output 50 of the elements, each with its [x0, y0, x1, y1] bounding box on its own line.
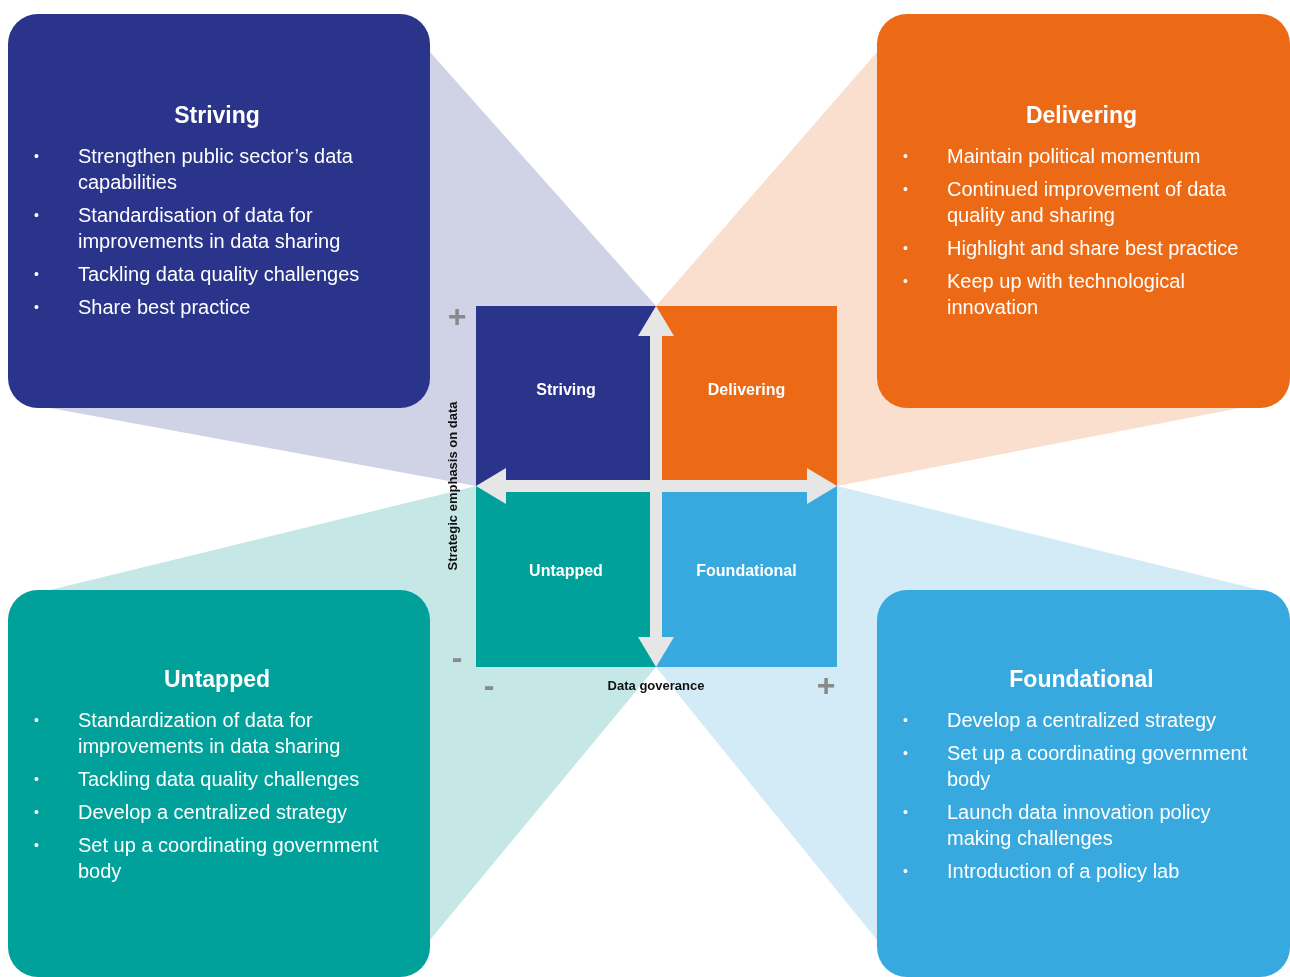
bullet-text: Keep up with technological innovation — [947, 269, 1186, 320]
quadrant-card — [8, 590, 430, 977]
bullet-text: Launch data innovation policy making challenges — [947, 800, 1212, 851]
bullet-marker: • — [34, 206, 40, 225]
axis-sign: - — [451, 641, 463, 673]
bullet-marker: • — [903, 711, 909, 730]
bullet-text: Continued improvement of data quality and sharing — [947, 177, 1228, 228]
bullet-text: Highlight and share best practice — [947, 236, 1240, 261]
bullet-text: Develop a centralized strategy — [947, 708, 1218, 733]
bullet-text: Tackling data quality challenges — [78, 767, 361, 792]
axis-label: Data goverance — [607, 677, 705, 693]
bullet-marker: • — [903, 180, 909, 199]
bullet-marker: • — [903, 272, 909, 291]
bullet-marker: • — [34, 265, 40, 284]
bullet-marker: • — [34, 803, 40, 822]
bullet-text: Standardisation of data for improvements in data sharing — [78, 203, 342, 254]
bullet-text: Introduction of a policy lab — [947, 859, 1181, 884]
bullet-marker: • — [903, 803, 909, 822]
bullet-text: Set up a coordinating government body — [78, 833, 380, 884]
axis-label: Strategic emphasis on data — [444, 401, 460, 571]
quadrant-box: Delivering — [656, 306, 837, 486]
bullet-marker: • — [903, 147, 909, 166]
card-heading: Striving — [173, 102, 261, 129]
bullet-marker: • — [903, 239, 909, 258]
axis-sign: - — [483, 669, 495, 701]
quadrant-box: Striving — [476, 306, 656, 486]
bullet-marker: • — [34, 836, 40, 855]
quadrant-card — [877, 590, 1290, 977]
bullet-text: Tackling data quality challenges — [78, 262, 361, 287]
axis-sign: + — [447, 300, 467, 332]
bullet-text: Set up a coordinating government body — [947, 741, 1249, 792]
bullet-text: Develop a centralized strategy — [78, 800, 349, 825]
bullet-marker: • — [903, 862, 909, 881]
quadrant-card — [877, 14, 1290, 408]
bullet-marker: • — [34, 711, 40, 730]
card-heading: Foundational — [1008, 666, 1155, 693]
bullet-marker: • — [34, 770, 40, 789]
bullet-marker: • — [903, 744, 909, 763]
card-heading: Untapped — [162, 666, 272, 693]
bullet-text: Maintain political momentum — [947, 144, 1202, 169]
bullet-marker: • — [34, 147, 40, 166]
quadrant-card — [8, 14, 430, 408]
quadrant-box: Untapped — [476, 486, 656, 667]
bullet-text: Standardization of data for improvements in data sharing — [78, 708, 342, 759]
axis-sign: + — [816, 669, 836, 701]
bullet-text: Share best practice — [78, 295, 252, 320]
quadrant-box: Foundational — [656, 486, 837, 667]
card-heading: Delivering — [1024, 102, 1139, 129]
bullet-text: Strengthen public sector’s data capabilities — [78, 144, 354, 195]
bullet-marker: • — [34, 298, 40, 317]
